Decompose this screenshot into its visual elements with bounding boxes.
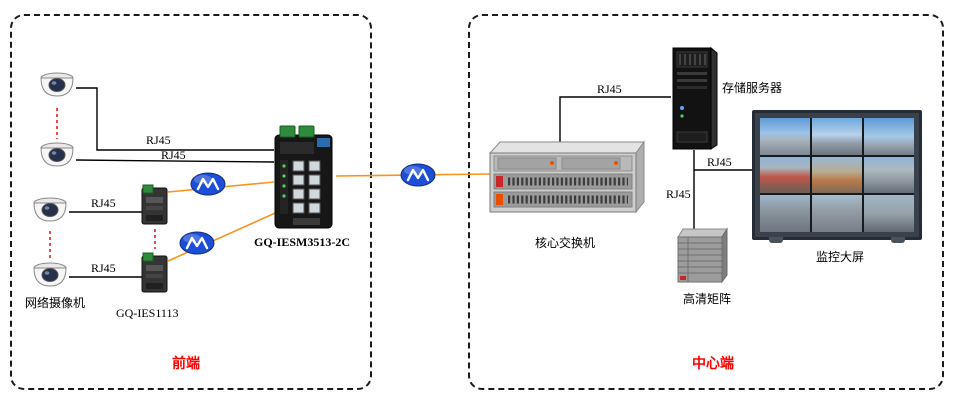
cable-core-switch-to-storage [559,96,671,144]
core-switch-label: 核心交换机 [535,236,596,250]
video-wall [752,110,922,243]
media-converter-1 [141,184,168,226]
dome-camera-1 [38,70,76,100]
rj45-label-camera1: RJ45 [146,133,171,147]
video-wall-tile [760,195,810,232]
video-wall-tile [812,156,862,194]
video-wall-label: 监控大屏 [816,250,865,264]
lightning-icon [400,163,436,187]
hd-matrix [676,227,728,287]
core-switch [488,140,646,218]
storage-server [671,46,719,151]
dome-camera-4 [31,260,69,290]
video-wall-tile [864,156,914,194]
video-wall-foot [769,237,783,243]
cable-camera1-to-switch [76,87,274,151]
front-end-region-label: 前端 [172,357,200,372]
lightning-icon [179,231,215,255]
industrial-switch-label: GQ-IESM3513-2C [254,235,350,249]
video-wall-tile [760,156,810,194]
fiber-converter2-to-switch [167,209,283,262]
video-wall-tile [812,118,862,155]
video-wall-foot [891,237,905,243]
storage-server-label: 存储服务器 [722,81,783,95]
rj45-label-camera3: RJ45 [91,196,116,210]
rj45-label-storage: RJ45 [597,82,622,96]
rj45-label-matrix: RJ45 [666,187,691,201]
video-wall-tile [812,195,862,232]
cable-camera2-to-switch [75,159,275,163]
center-end-region-box [468,14,944,390]
cameras-label: 网络摄像机 [25,296,86,310]
front-end-region-box [10,14,372,390]
dome-camera-2 [38,140,76,170]
rj45-label-video-wall: RJ45 [707,155,732,169]
video-wall-grid [760,118,914,232]
industrial-switch [272,124,335,232]
video-wall-tile [864,195,914,232]
rj45-label-camera4: RJ45 [91,261,116,275]
video-wall-tile [864,118,914,155]
hd-matrix-label: 高清矩阵 [683,292,732,306]
video-wall-tile [760,118,810,155]
rj45-label-camera2: RJ45 [161,148,186,162]
dome-camera-3 [31,195,69,225]
center-end-region-label: 中心端 [692,357,734,372]
media-converter-label: GQ-IES1113 [116,306,179,320]
media-converter-2 [141,252,168,294]
lightning-icon [190,172,226,196]
